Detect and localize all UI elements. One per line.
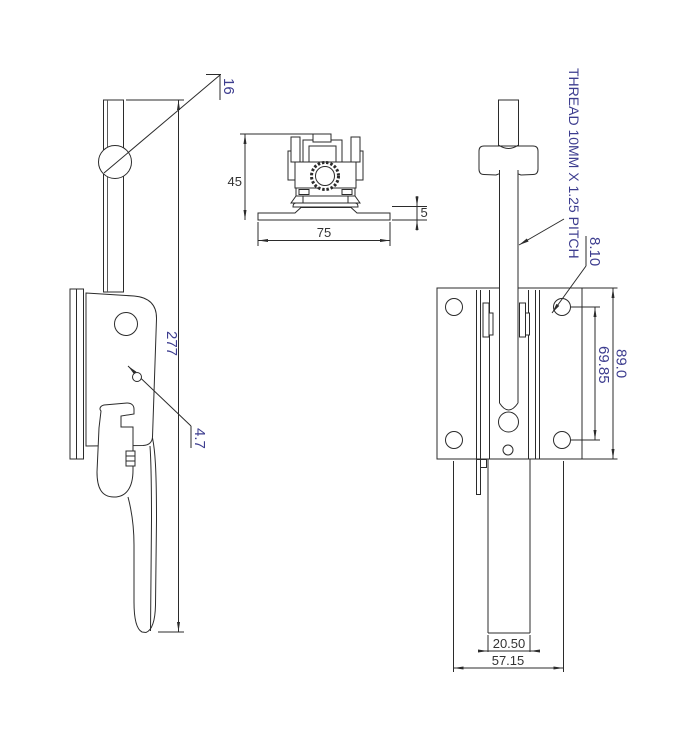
front-channel <box>476 290 540 495</box>
front-hole-top-left <box>445 298 463 316</box>
side-view: 4.7 16 277 <box>69 74 237 633</box>
side-rod <box>103 99 124 293</box>
side-hook-pin <box>125 450 136 467</box>
dim-20-50-group: 20.50 <box>478 635 540 653</box>
front-hole-bottom-left <box>445 431 463 449</box>
front-slide-bar <box>487 459 531 634</box>
dim-plate-thickness: 5 <box>421 205 428 220</box>
dim-8-10-group: 8.10 <box>551 236 603 314</box>
dim-57-15-group: 57.15 <box>453 461 564 672</box>
dim-75-group: 75 <box>257 222 391 246</box>
top-mechanism <box>287 133 364 208</box>
dim-knob-diameter: 16 <box>220 78 237 95</box>
side-pivot-hole <box>114 312 138 336</box>
leader-16: 16 <box>103 74 237 174</box>
dim-overall-length: 277 <box>163 331 180 356</box>
front-knob <box>478 145 539 176</box>
side-small-hole <box>132 372 142 382</box>
side-knob <box>98 145 132 179</box>
front-view: THREAD 10MM X 1.25 PITCH 8.10 69.85 89.0 <box>436 68 630 672</box>
thread-note-group: THREAD 10MM X 1.25 PITCH <box>518 68 582 259</box>
front-rod-upper <box>498 99 519 147</box>
thread-note: THREAD 10MM X 1.25 PITCH <box>566 68 582 259</box>
side-handle <box>127 437 158 633</box>
front-rod-lower <box>498 170 519 456</box>
dim-hole-diameter: 8.10 <box>586 237 603 266</box>
dim-69-85-group: 69.85 <box>571 306 612 441</box>
top-right-post <box>350 136 361 163</box>
top-view: 45 5 75 <box>228 133 428 246</box>
front-hole-bottom-right <box>553 431 571 449</box>
dim-height: 45 <box>228 174 242 189</box>
top-tab <box>312 133 332 143</box>
dim-bar-width: 20.50 <box>493 636 526 651</box>
dim-89-0-group: 89.0 <box>582 287 630 460</box>
dim-45-group: 45 <box>228 134 247 220</box>
dim-5-group: 5 <box>392 196 428 231</box>
dim-plate-height: 89.0 <box>613 349 630 378</box>
dim-base-width: 75 <box>317 225 331 240</box>
dim-hole-spacing-vertical: 69.85 <box>595 346 612 384</box>
dim-hole-spacing-horizontal: 57.15 <box>492 653 525 668</box>
top-base-plate <box>257 207 391 221</box>
top-left-post <box>290 136 301 163</box>
side-hook <box>96 402 135 498</box>
dim-small-hole-diameter: 4.7 <box>191 428 208 449</box>
dim-277-group: 277 <box>158 100 184 633</box>
